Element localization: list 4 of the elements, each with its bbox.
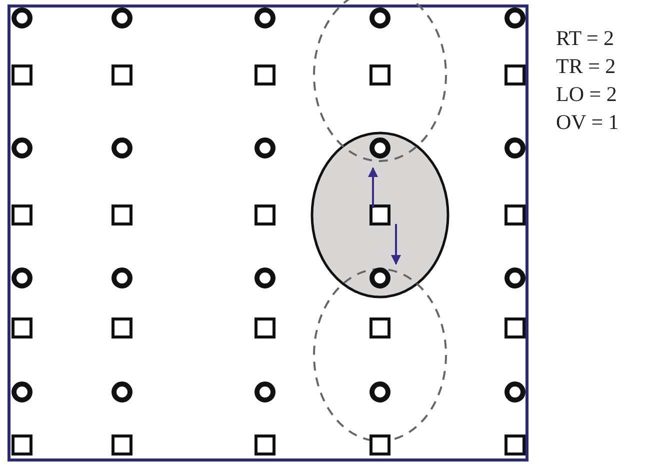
metric-label: RT = 2 — [556, 25, 616, 52]
metric-label: OV = 1 — [556, 109, 619, 136]
metric-label: TR = 2 — [556, 53, 617, 80]
metric-label: LO = 2 — [556, 81, 618, 108]
